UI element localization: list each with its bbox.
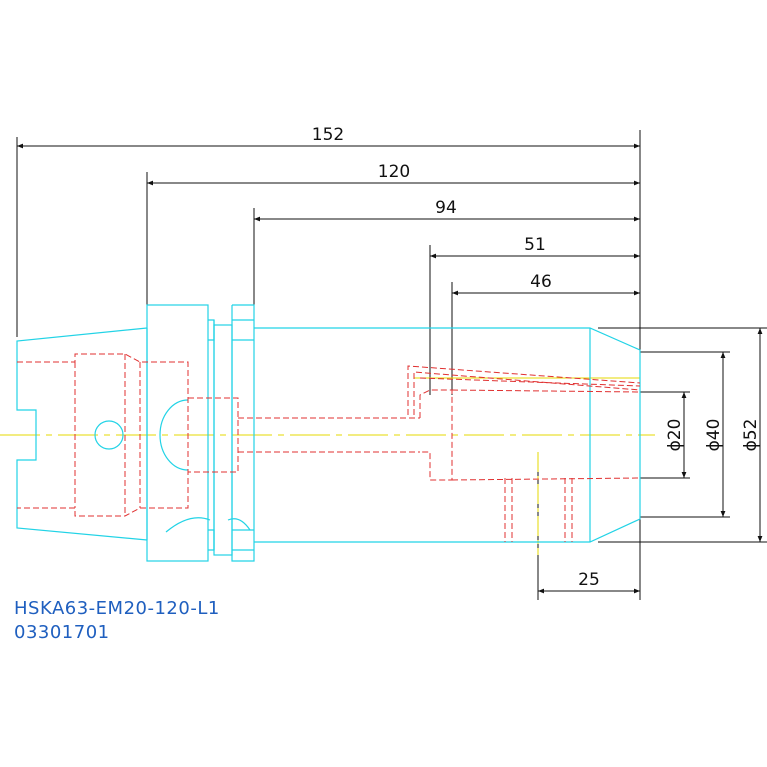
dim-152-label: 152	[312, 125, 344, 145]
centerlines	[0, 377, 655, 555]
dim-46-label: 46	[530, 272, 552, 292]
dim-51-label: 51	[524, 235, 546, 255]
dim-dia40-label: ϕ40	[704, 419, 724, 452]
dimension-lines	[16, 130, 767, 600]
dim-dia20-label: ϕ20	[665, 419, 685, 452]
dim-120-label: 120	[378, 162, 410, 182]
part-outline	[16, 304, 641, 562]
dim-25-label: 25	[578, 570, 600, 590]
dim-dia52-label: ϕ52	[741, 419, 761, 452]
dim-94-label: 94	[435, 198, 457, 218]
part-number-label: HSKA63-EM20-120-L1	[14, 598, 220, 619]
part-code-label: 03301701	[14, 622, 110, 643]
hidden-lines	[17, 353, 641, 542]
